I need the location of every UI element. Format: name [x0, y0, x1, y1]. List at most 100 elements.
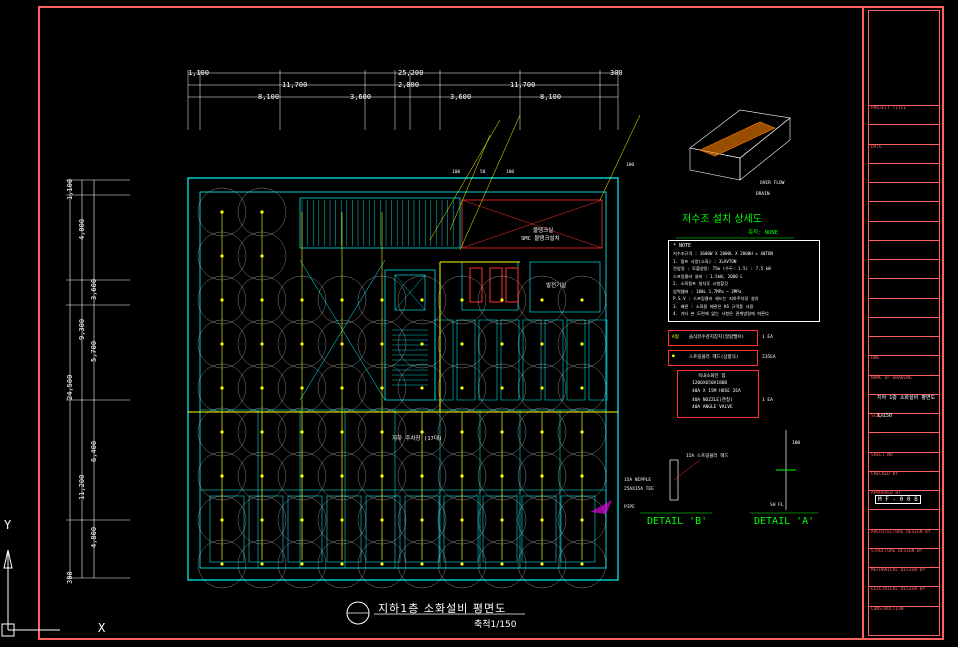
dim-mid-2: 2,800: [398, 81, 420, 89]
dim-left-3: 300: [66, 571, 74, 584]
sprinkler-head: [580, 342, 584, 346]
sprinkler-head: [260, 562, 264, 566]
legend-item: ● 스프링클러 헤드(상향식): [668, 350, 758, 366]
dim-left-2: 24,500: [66, 374, 74, 400]
title-block-drawing-name: 지하 1층 소화설비 평면도: [877, 395, 936, 401]
note-line: 스프링클러 설비 : 1.5kW, 2000 L: [673, 273, 743, 279]
dim-bot-1: 8,100: [258, 93, 280, 101]
detail-b-pipe: PIPE: [624, 505, 635, 510]
tank-iso-fill: [699, 121, 776, 157]
parking-bay: [544, 319, 564, 401]
title-block-row: SHEET NO: [869, 451, 939, 472]
drawing-scale: 축척1/150: [474, 620, 517, 630]
elevator-x: [394, 274, 426, 311]
ucs-x-label: X: [98, 621, 106, 635]
parking-bay: [500, 319, 520, 401]
dim-left-6: 9,300: [78, 318, 86, 340]
title-block-row: MECHANICAL DESIGN BY: [869, 567, 939, 587]
pump: [489, 267, 503, 303]
title-block-row: NAME OF DRAWING: [869, 374, 939, 395]
parking-bay: [521, 495, 557, 563]
sprinkler-head: [500, 562, 504, 566]
dim-left-8: 5,700: [90, 340, 98, 362]
tank-room: [461, 199, 603, 249]
parking-bay: [522, 319, 542, 401]
detail-b-tee: 25AX15A TEE: [624, 487, 654, 492]
sprinkler-head: [580, 386, 584, 390]
detail-b-leader: [673, 459, 701, 481]
sprinkler-coverage: [437, 275, 487, 325]
sprinkler-head: [540, 298, 544, 302]
detail-b-pipe: [669, 459, 679, 501]
note-box: * NOTE 저수조규격 : 3600W X 2000L X 2000H = 4…: [668, 240, 820, 322]
dim-top-3: 300: [610, 69, 623, 77]
note-line: 3. 배관 : 소화용 배관은 KS 규격품 사용: [673, 303, 754, 309]
note-line: 1. 펌프 사양(소화) : 3LAVTON: [673, 258, 737, 264]
title-block-row: [869, 432, 939, 452]
parking-bay: [326, 495, 362, 563]
parking-bay: [456, 319, 476, 401]
outer-wall: [187, 177, 619, 581]
sprinkler-head: [420, 562, 424, 566]
parking-bay: [588, 319, 608, 401]
legend-label: 스프링클러 헤드(상향식): [689, 355, 739, 360]
parking-bay: [248, 495, 284, 563]
title-block-sheet-no: M F - 0 0 8: [875, 495, 921, 504]
title-block-row: SCALE: [869, 413, 939, 433]
dim-mid-1: 11,700: [282, 81, 308, 89]
legend-symbol: A형: [672, 335, 679, 340]
title-block-row: [869, 393, 939, 414]
parking-bay: [560, 495, 596, 563]
parking-bay: [209, 495, 245, 563]
leader-line: [599, 114, 641, 201]
pipe-label-2: 50: [480, 170, 486, 175]
pump: [469, 267, 483, 303]
hydrant-flag: [590, 500, 612, 514]
sprinkler-head: [500, 298, 504, 302]
hydrant-line: 40A ANGLE VALVE: [692, 405, 733, 410]
hydrant-line: 1200X650X180D: [692, 381, 728, 386]
dim-top-2: 25,200: [398, 69, 424, 77]
leader-line: [449, 134, 491, 231]
hydrant-line: 40A X 15M HOSE 2EA: [692, 389, 741, 394]
note-line: 저수조규격 : 3600W X 2000L X 2000H = 40TON: [673, 251, 773, 256]
note-line: 전양정 : 토출양정: 75m (수두: 1.5) : 7.5 kW: [673, 266, 771, 271]
sprinkler-head: [540, 386, 544, 390]
note-line: 압력챔버 : 100L 1.7MPa ~ 2MPa: [673, 288, 742, 294]
sprinkler-coverage: [477, 275, 527, 325]
pipe-label-4: 100: [626, 163, 635, 168]
sprinkler-head: [460, 342, 464, 346]
tank-drain-label: DRAIN: [756, 192, 770, 197]
legend-qty: 235EA: [762, 355, 776, 360]
tank-detail-title: 저수조 설치 상세도: [682, 214, 762, 225]
title-block-row: [869, 182, 939, 202]
elevator: [394, 274, 426, 311]
parking-bay: [443, 495, 479, 563]
ucs-icon: [1, 549, 60, 637]
sprinkler-head: [500, 386, 504, 390]
room-tank-label: 물탱크실: [533, 228, 554, 234]
sprinkler-coverage: [397, 319, 447, 369]
legend-symbol: ●: [672, 354, 675, 359]
room-parking: 지하 주차장 (17대): [392, 436, 443, 442]
title-block-row: STRUCTURE DESIGN BY: [869, 547, 939, 568]
sprinkler-head: [340, 562, 344, 566]
title-block-row: CHECKED BY: [869, 470, 939, 491]
dim-left-1: 1,100: [66, 178, 74, 200]
title-block-row: [869, 509, 939, 529]
tank-iso-side: [739, 117, 791, 181]
title-block-row: [869, 259, 939, 279]
dim-left-10: 4,800: [90, 526, 98, 548]
title-block-row: [869, 124, 939, 144]
detail-b-title: DETAIL 'B': [647, 516, 708, 527]
title-block-row: [869, 336, 939, 356]
detail-a-shfl: SH FL: [770, 503, 784, 508]
detail-b-nipple: 15A NIPPLE: [624, 478, 652, 483]
detail-a-100: 100: [792, 441, 801, 446]
sprinkler-head: [220, 562, 224, 566]
parking-bay: [287, 495, 323, 563]
